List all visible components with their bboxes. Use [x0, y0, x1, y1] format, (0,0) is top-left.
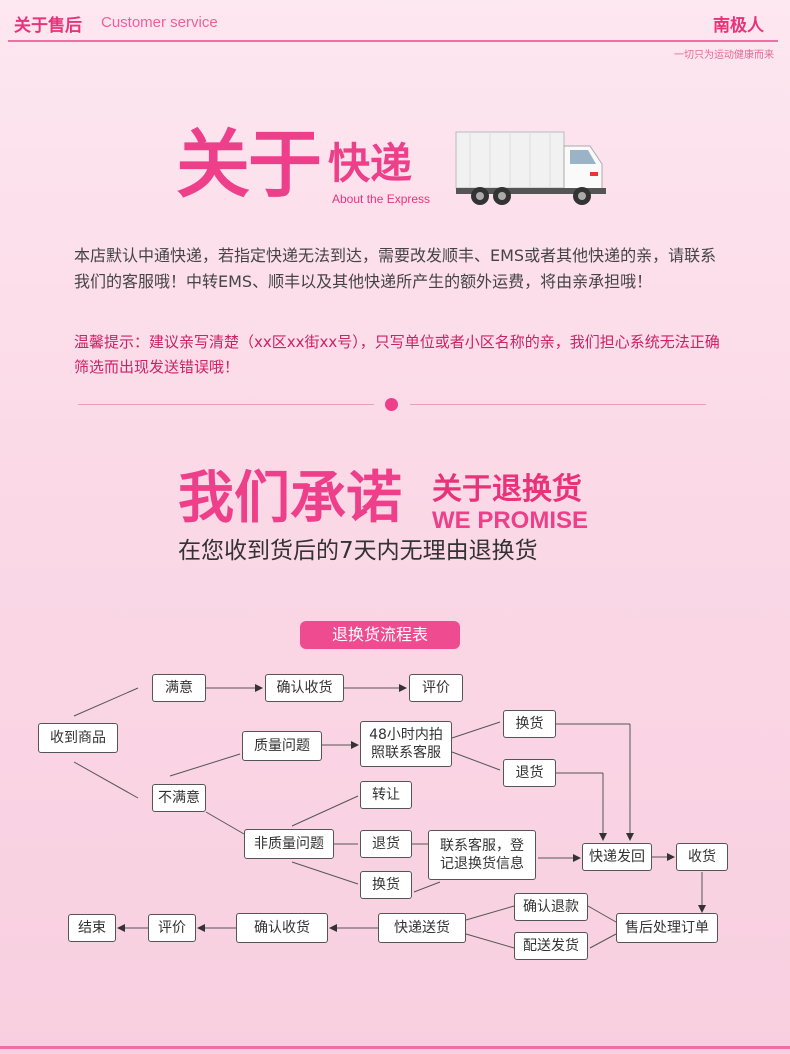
flow-node-after-sales: 售后处理订单: [616, 913, 718, 943]
express-title-en: About the Express: [332, 192, 431, 206]
flow-node-receive: 收到商品: [38, 723, 118, 753]
flow-node-confirm-refund: 确认退款: [514, 893, 588, 921]
flow-node-receive-goods: 收货: [676, 843, 728, 871]
header-divider: [8, 40, 778, 42]
footer-divider: [0, 1046, 790, 1049]
flow-node-express-send: 快递送货: [378, 913, 466, 943]
flow-node-review-1: 评价: [409, 674, 463, 702]
express-title-big: 关于: [176, 122, 322, 208]
flow-node-exchange-1: 换货: [503, 710, 556, 738]
flow-node-contact-register: 联系客服，登记退换货信息: [428, 830, 536, 880]
section-divider-left: [78, 404, 374, 405]
flow-chart-title: 退换货流程表: [300, 621, 460, 649]
flow-node-non-quality: 非质量问题: [244, 829, 334, 859]
flow-node-return-2: 退货: [360, 830, 412, 858]
flow-node-satisfied: 满意: [152, 674, 206, 702]
flow-node-quality-issue: 质量问题: [242, 731, 322, 761]
section-divider-right: [410, 404, 706, 405]
flow-node-exchange-2: 换货: [360, 871, 412, 899]
flow-node-delivery-ship: 配送发货: [514, 932, 588, 960]
flow-node-unsatisfied: 不满意: [152, 784, 206, 812]
brand-slogan: 一切只为运动健康而来: [674, 50, 774, 61]
express-tip: 温馨提示：建议亲写清楚（xx区xx街xx号），只写单位或者小区名称的亲，我们担心…: [74, 333, 720, 376]
promise-title-big: 我们承诺: [178, 466, 402, 531]
flow-node-transfer: 转让: [360, 781, 412, 809]
flow-node-end: 结束: [68, 914, 116, 942]
express-title-small: 快递: [328, 139, 413, 188]
header-title: 关于售后: [14, 16, 82, 36]
brand-name: 南极人: [713, 16, 764, 36]
promise-title-en: WE PROMISE: [432, 507, 589, 534]
flow-node-confirm-receipt-2: 确认收货: [236, 913, 328, 943]
flow-node-return-1: 退货: [503, 759, 556, 787]
header-subtitle: Customer service: [101, 14, 218, 31]
flow-node-ship-back: 快递发回: [582, 843, 652, 871]
flow-node-confirm-receipt-1: 确认收货: [265, 674, 344, 702]
truck-icon: [455, 131, 606, 205]
flow-node-review-2: 评价: [148, 914, 196, 942]
promise-subtitle: 在您收到货后的7天内无理由退换货: [178, 538, 538, 564]
promise-title-mid: 关于退换货: [432, 472, 582, 507]
section-divider-dot: [385, 398, 398, 411]
express-paragraph: 本店默认中通快递，若指定快递无法到达，需要改发顺丰、EMS或者其他快递的亲，请联…: [74, 246, 717, 291]
flow-node-photo-contact: 48小时内拍照联系客服: [360, 721, 452, 767]
